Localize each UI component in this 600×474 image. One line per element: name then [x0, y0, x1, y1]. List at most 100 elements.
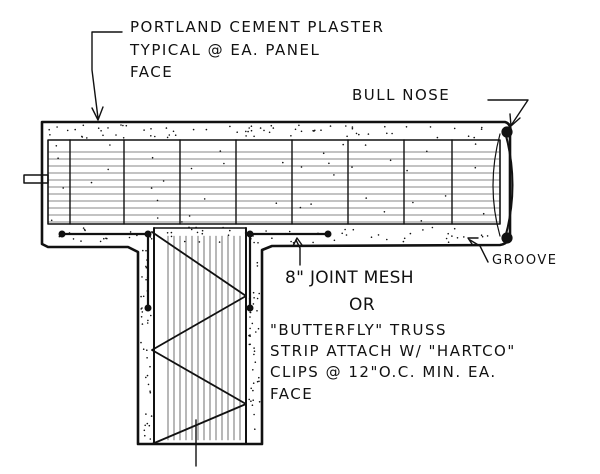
stipple-dot: [84, 229, 86, 232]
stipple-dot: [420, 220, 423, 222]
stipple-dot: [256, 265, 259, 267]
stipple-dot: [252, 291, 255, 294]
stipple-dot: [97, 127, 100, 129]
stipple-dot: [146, 349, 148, 352]
stipple-dot: [447, 232, 450, 235]
stipple-dot: [141, 311, 144, 313]
stipple-dot: [145, 307, 148, 310]
stipple-dot: [253, 135, 255, 138]
stipple-dot: [190, 167, 193, 170]
stipple-dot: [250, 400, 252, 403]
truss-wire: [151, 231, 247, 445]
stipple-dot: [482, 212, 485, 215]
stipple-dot: [351, 127, 354, 130]
stipple-dot: [480, 128, 483, 130]
stipple-dot: [244, 232, 247, 234]
stipple-dot: [445, 237, 448, 240]
stipple-dot: [275, 202, 278, 204]
leader-groove-head: [467, 237, 479, 245]
stipple-dot: [436, 136, 439, 139]
stipple-dot: [253, 347, 255, 349]
stipple-dot: [181, 221, 183, 223]
stipple-dot: [122, 124, 124, 127]
stipple-dot: [192, 128, 195, 131]
stipple-dot: [245, 227, 247, 229]
stipple-dot: [142, 249, 144, 252]
stipple-dot: [256, 297, 259, 300]
stipple-dot: [136, 234, 138, 237]
mesh-corner-2: [246, 230, 254, 238]
stipple-dot: [252, 235, 254, 237]
stipple-dot: [81, 136, 84, 138]
stipple-dot: [150, 314, 152, 317]
stipple-dot: [168, 134, 171, 136]
stipple-dot: [249, 311, 251, 314]
stipple-dot: [467, 135, 470, 137]
stipple-dot: [409, 232, 412, 235]
stipple-dot: [140, 295, 142, 298]
stipple-dot: [66, 129, 69, 132]
stipple-dot: [149, 365, 151, 368]
stipple-dot: [317, 232, 319, 235]
stipple-dot: [254, 361, 257, 364]
stipple-dot: [107, 168, 109, 171]
bull-nose-curve: [504, 131, 514, 239]
stipple-dot: [422, 229, 424, 231]
stipple-dot: [205, 128, 208, 131]
stipple-dot: [429, 126, 432, 128]
stipple-dot: [463, 236, 465, 238]
stipple-dot: [251, 322, 254, 325]
mesh-end-3: [246, 304, 254, 312]
label-joint-mesh: 8" JOINT MESH: [285, 268, 414, 288]
stipple-dot: [50, 219, 53, 222]
stipple-dot: [364, 144, 367, 146]
stipple-dot: [149, 390, 151, 393]
stipple-dot: [122, 137, 125, 139]
stipple-dot: [150, 187, 153, 189]
stipple-dot: [103, 237, 105, 240]
stipple-dot: [257, 242, 259, 244]
leader-bullnose: [487, 99, 529, 125]
core-hatch: [47, 151, 501, 223]
stipple-dot: [386, 132, 388, 135]
stipple-dot: [80, 240, 82, 242]
stipple-dot: [248, 127, 250, 129]
leader-plaster: [91, 31, 123, 119]
stipple-dot: [290, 135, 292, 137]
stipple-dot: [162, 180, 165, 182]
stipple-dot: [481, 235, 484, 238]
stipple-dot: [285, 232, 287, 235]
stipple-dot: [172, 130, 175, 133]
stipple-dot: [148, 424, 151, 427]
stipple-dot: [406, 169, 408, 172]
stipple-dot: [102, 134, 104, 137]
stipple-dot: [222, 226, 224, 229]
stipple-dot: [447, 241, 450, 243]
stipple-dot: [154, 135, 156, 138]
stipple-dot: [333, 174, 335, 176]
stipple-dot: [68, 232, 71, 234]
stipple-dot: [201, 229, 204, 232]
stipple-dot: [292, 242, 295, 244]
stipple-dot: [451, 235, 453, 237]
stipple-dot: [201, 232, 204, 235]
stipple-dot: [383, 211, 386, 213]
stipple-dot: [150, 128, 152, 130]
stipple-dot: [142, 295, 145, 298]
stipple-dot: [328, 162, 330, 165]
stipple-dot: [145, 413, 147, 415]
stipple-dot: [257, 327, 260, 330]
stipple-dot: [252, 399, 254, 402]
stipple-dot: [322, 152, 325, 155]
stipple-dot: [62, 187, 64, 189]
leader-groove: [469, 239, 489, 263]
stipple-dot: [140, 316, 143, 318]
stipple-dot: [346, 135, 348, 138]
stipple-dot: [203, 198, 206, 200]
stipple-dot: [288, 230, 291, 233]
stipple-dot: [115, 134, 117, 136]
label-alternative-line-1: "BUTTERFLY" TRUSS: [270, 321, 448, 339]
stipple-dot: [166, 136, 169, 139]
